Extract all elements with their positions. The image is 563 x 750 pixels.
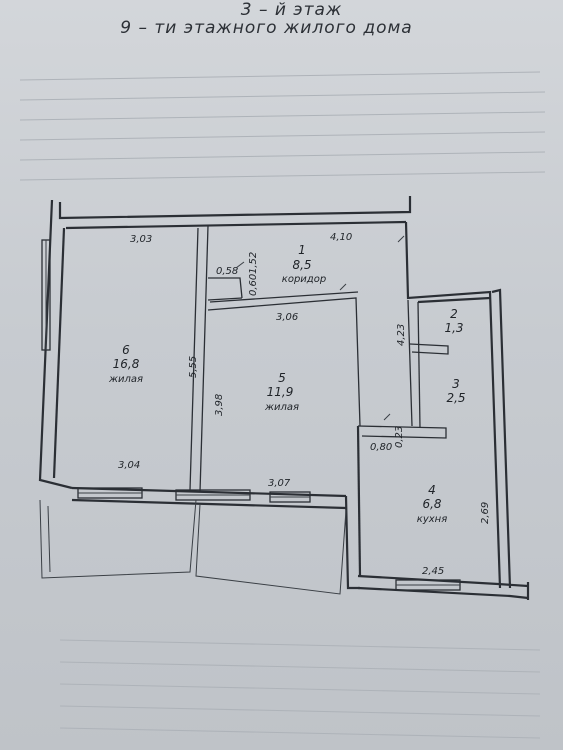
svg-text:1: 1 <box>298 243 306 257</box>
room-1-label: 1 8,5 коридор <box>282 243 326 285</box>
room-labels: 1 8,5 коридор 2 1,3 3 2,5 4 6,8 кухня 5 … <box>108 243 466 525</box>
dim-0-23: 0,23 <box>394 426 405 448</box>
svg-text:жилая: жилая <box>108 374 143 385</box>
svg-text:16,8: 16,8 <box>113 357 140 371</box>
room-2-label: 2 1,3 <box>444 307 463 335</box>
background-print <box>19 71 546 739</box>
balcony <box>39 499 347 595</box>
svg-text:11,9: 11,9 <box>267 385 294 399</box>
dim-3-06: 3,06 <box>276 312 298 323</box>
room-5-label: 5 11,9 жилая <box>264 371 299 413</box>
svg-text:6: 6 <box>122 343 130 357</box>
dim-0-80: 0,80 <box>370 442 392 453</box>
svg-text:8,5: 8,5 <box>292 258 311 272</box>
dimensions: 3,03 4,10 0,58 1,52 0,60 3,06 4,23 5,55 … <box>118 232 491 577</box>
building-heading: 9 – ти этажного жилого дома <box>120 18 413 38</box>
svg-text:4: 4 <box>428 483 436 497</box>
dim-2-69: 2,69 <box>480 502 491 524</box>
dimension-ticks <box>235 235 405 421</box>
dim-3-03: 3,03 <box>130 234 152 245</box>
svg-text:6,8: 6,8 <box>422 497 441 511</box>
dim-4-23: 4,23 <box>396 324 407 346</box>
room-4-label: 4 6,8 кухня <box>417 483 447 525</box>
dim-0-60: 0,60 <box>248 274 259 296</box>
dim-1-52: 1,52 <box>248 252 259 274</box>
svg-text:3: 3 <box>452 377 460 391</box>
svg-text:1,3: 1,3 <box>444 321 463 335</box>
room-3-label: 3 2,5 <box>446 377 465 405</box>
dim-3-07: 3,07 <box>268 478 291 489</box>
dim-2-45: 2,45 <box>422 566 444 577</box>
room-6-label: 6 16,8 жилая <box>108 343 143 385</box>
svg-text:2,5: 2,5 <box>446 391 465 405</box>
dim-3-04: 3,04 <box>118 460 140 471</box>
windows <box>41 239 461 591</box>
svg-text:кухня: кухня <box>417 514 447 525</box>
dim-3-98: 3,98 <box>214 394 225 416</box>
walls <box>38 196 530 600</box>
svg-text:5: 5 <box>278 371 286 385</box>
dim-4-10: 4,10 <box>330 232 352 243</box>
dim-0-58: 0,58 <box>216 266 238 277</box>
partitions <box>189 225 449 493</box>
svg-text:2: 2 <box>450 307 458 321</box>
dim-5-55: 5,55 <box>188 356 199 378</box>
svg-text:коридор: коридор <box>282 274 326 285</box>
floor-heading: 3 – й этаж <box>240 0 343 20</box>
svg-text:жилая: жилая <box>264 402 299 413</box>
